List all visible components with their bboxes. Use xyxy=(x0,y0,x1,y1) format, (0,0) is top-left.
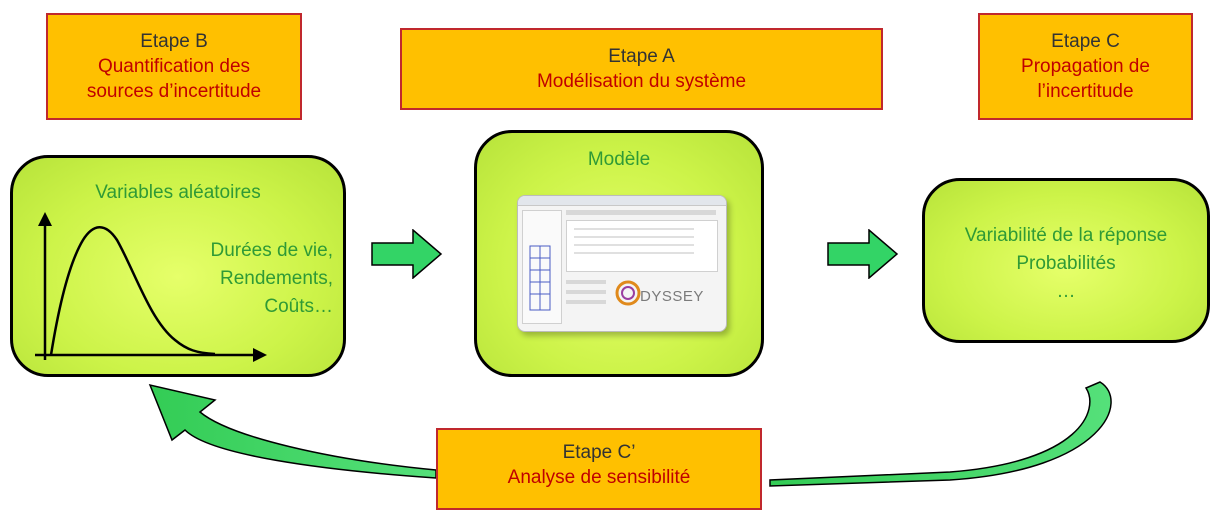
software-screenshot: DYSSEY xyxy=(517,195,727,332)
etape-c-desc-line2: l’incertitude xyxy=(1037,81,1134,102)
variabilite-reponse-box: Variabilité de la réponse Probabilités … xyxy=(922,178,1210,343)
etape-c-box: Etape C Propagation de l’incertitude xyxy=(978,13,1193,120)
etape-b-desc-line2: sources d’incertitude xyxy=(86,81,262,102)
arrow-right-icon xyxy=(371,229,443,279)
modele-box: Modèle DYSSEY xyxy=(474,130,764,377)
distribution-curve-icon xyxy=(35,212,267,362)
etape-c-prime-name: Etape C’ xyxy=(562,442,636,463)
structure-icon xyxy=(529,245,551,311)
variables-title: Variables aléatoires xyxy=(95,182,261,203)
etape-a-desc: Modélisation du système xyxy=(536,71,747,92)
etape-b-box: Etape B Quantification des sources d’inc… xyxy=(46,13,302,120)
reponse-line1: Variabilité de la réponse xyxy=(964,225,1168,246)
etape-b-name: Etape B xyxy=(140,31,208,52)
etape-c-desc-line1: Propagation de xyxy=(1021,56,1150,77)
modele-title: Modèle xyxy=(587,149,651,170)
odyssey-logo-text: DYSSEY xyxy=(640,288,704,305)
etape-c-prime-box: Etape C’ Analyse de sensibilité xyxy=(436,428,762,510)
variables-line2: Rendements, xyxy=(219,268,333,289)
variables-line1: Durées de vie, xyxy=(210,240,333,261)
variables-aleatoires-box: Variables aléatoires Durées de vie, Rend… xyxy=(10,155,346,377)
etape-c-prime-desc: Analyse de sensibilité xyxy=(507,467,691,488)
etape-a-name: Etape A xyxy=(608,46,675,67)
etape-a-box: Etape A Modélisation du système xyxy=(400,28,883,110)
etape-c-name: Etape C xyxy=(1051,31,1120,52)
variables-line3: Coûts… xyxy=(264,296,333,317)
arrow-right-icon xyxy=(827,229,899,279)
odyssey-logo-icon xyxy=(615,280,641,306)
reponse-line2: Probabilités xyxy=(1016,253,1116,274)
etape-b-desc-line1: Quantification des xyxy=(97,56,251,77)
reponse-line3: … xyxy=(1056,281,1076,302)
